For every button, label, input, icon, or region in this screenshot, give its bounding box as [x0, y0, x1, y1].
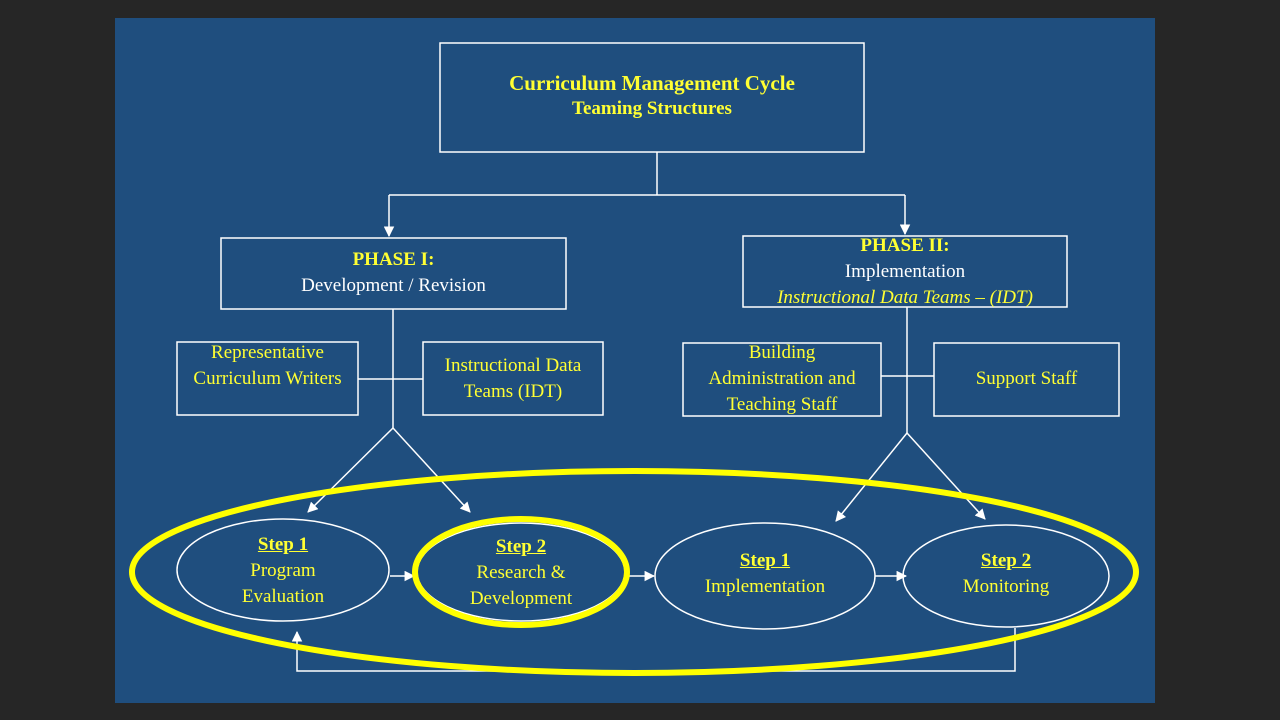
team-building-admin: Building Administration and Teaching Sta…	[690, 340, 874, 418]
phase1-label: PHASE I: Development / Revision	[221, 247, 566, 299]
team-curriculum-writers-text: Representative Curriculum Writers	[193, 342, 342, 389]
step-research-development: Step 2 Research & Development	[435, 534, 607, 612]
step-line: Evaluation	[241, 586, 325, 607]
step-ellipse-implementation	[654, 522, 876, 630]
connector-lines	[291, 152, 1016, 672]
step-ellipse-program-evaluation	[176, 518, 390, 622]
team-box-support-staff	[933, 342, 1120, 417]
phase2-label: PHASE II: Implementation Instructional D…	[743, 233, 1067, 311]
team-curriculum-writers: Representative Curriculum Writers	[177, 340, 358, 392]
step-monitoring: Step 2 Monitoring	[916, 548, 1096, 600]
team-support-staff: Support Staff	[934, 366, 1119, 392]
root-subtitle-text: Teaming Structures	[572, 98, 732, 119]
step-line: Program	[250, 560, 316, 581]
team-idt-text: Instructional Data Teams (IDT)	[444, 355, 582, 402]
phase2-box	[742, 235, 1068, 308]
step-line: Implementation	[704, 576, 826, 597]
step-line: Development	[469, 588, 573, 609]
team-building-admin-text: Building Administration and Teaching Sta…	[708, 342, 856, 415]
team-box-building-admin	[682, 342, 882, 417]
step-implementation: Step 1 Implementation	[675, 548, 855, 600]
step-program-evaluation: Step 1 Program Evaluation	[197, 532, 369, 610]
phase2-title: PHASE II:	[860, 235, 950, 256]
step-line: Monitoring	[962, 576, 1050, 597]
step-label: Step 1	[739, 550, 791, 571]
root-title-text: Curriculum Management Cycle	[509, 71, 795, 95]
phase2-subtitle: Implementation	[844, 261, 966, 282]
step-label: Step 2	[495, 536, 547, 557]
step-label: Step 2	[980, 550, 1032, 571]
highlight-ellipse-all-steps	[129, 468, 1139, 676]
phase1-title: PHASE I:	[352, 249, 435, 270]
team-idt: Instructional Data Teams (IDT)	[428, 353, 598, 405]
root-box	[439, 42, 865, 153]
phase2-subtitle2: Instructional Data Teams – (IDT)	[777, 287, 1033, 308]
phase1-subtitle: Development / Revision	[301, 275, 486, 296]
step-line: Research &	[476, 562, 566, 583]
highlight-ellipse-step2	[412, 516, 630, 628]
step-ellipse-monitoring	[902, 524, 1110, 628]
step-label: Step 1	[257, 534, 309, 555]
diagram-panel	[115, 18, 1155, 703]
team-support-staff-text: Support Staff	[975, 368, 1078, 389]
root-title: Curriculum Management Cycle Teaming Stru…	[440, 70, 864, 122]
